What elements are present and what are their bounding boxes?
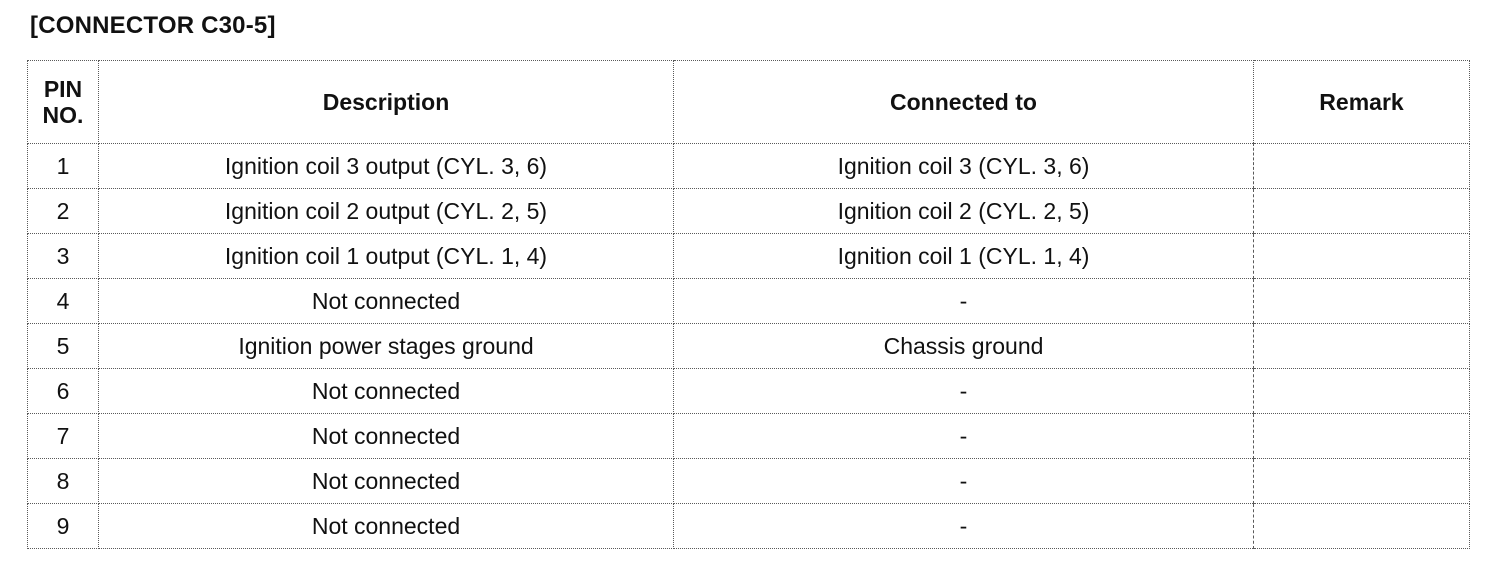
connected-to-cell: - — [673, 278, 1254, 324]
pin-number-cell: 2 — [27, 188, 99, 234]
remark-cell — [1253, 413, 1470, 459]
table-row: 6 Not connected - — [27, 368, 1470, 414]
remark-cell — [1253, 233, 1470, 279]
remark-cell — [1253, 368, 1470, 414]
table-row: 5 Ignition power stages ground Chassis g… — [27, 323, 1470, 369]
remark-cell — [1253, 278, 1470, 324]
description-cell: Ignition coil 3 output (CYL. 3, 6) — [98, 143, 674, 189]
pin-number-cell: 7 — [27, 413, 99, 459]
remark-cell — [1253, 323, 1470, 369]
table-row: 2 Ignition coil 2 output (CYL. 2, 5) Ign… — [27, 188, 1470, 234]
connected-to-cell: Ignition coil 2 (CYL. 2, 5) — [673, 188, 1254, 234]
pin-number-cell: 4 — [27, 278, 99, 324]
description-cell: Ignition coil 1 output (CYL. 1, 4) — [98, 233, 674, 279]
description-cell: Not connected — [98, 413, 674, 459]
header-row: PIN NO. Description Connected to Remark — [27, 60, 1470, 144]
remark-cell — [1253, 503, 1470, 549]
pin-number-cell: 9 — [27, 503, 99, 549]
connected-to-cell: - — [673, 413, 1254, 459]
remark-cell — [1253, 188, 1470, 234]
pin-number-cell: 8 — [27, 458, 99, 504]
description-cell: Not connected — [98, 278, 674, 324]
table-header: PIN NO. Description Connected to Remark — [27, 60, 1470, 144]
header-description: Description — [98, 60, 674, 144]
connected-to-cell: Chassis ground — [673, 323, 1254, 369]
description-cell: Not connected — [98, 368, 674, 414]
connected-to-cell: - — [673, 458, 1254, 504]
description-cell: Ignition power stages ground — [98, 323, 674, 369]
document-title: [CONNECTOR C30-5] — [30, 12, 276, 39]
connected-to-cell: - — [673, 503, 1254, 549]
connected-to-cell: - — [673, 368, 1254, 414]
connected-to-cell: Ignition coil 3 (CYL. 3, 6) — [673, 143, 1254, 189]
pin-number-cell: 5 — [27, 323, 99, 369]
table-row: 1 Ignition coil 3 output (CYL. 3, 6) Ign… — [27, 143, 1470, 189]
remark-cell — [1253, 458, 1470, 504]
header-remark: Remark — [1253, 60, 1470, 144]
header-connected-to: Connected to — [673, 60, 1254, 144]
connector-pin-table: PIN NO. Description Connected to Remark … — [27, 60, 1470, 549]
description-cell: Ignition coil 2 output (CYL. 2, 5) — [98, 188, 674, 234]
description-cell: Not connected — [98, 503, 674, 549]
pin-number-cell: 1 — [27, 143, 99, 189]
table-row: 7 Not connected - — [27, 413, 1470, 459]
table-row: 3 Ignition coil 1 output (CYL. 1, 4) Ign… — [27, 233, 1470, 279]
pin-number-cell: 3 — [27, 233, 99, 279]
header-pin-no: PIN NO. — [27, 60, 99, 144]
pin-number-cell: 6 — [27, 368, 99, 414]
remark-cell — [1253, 143, 1470, 189]
description-cell: Not connected — [98, 458, 674, 504]
table-row: 8 Not connected - — [27, 458, 1470, 504]
connected-to-cell: Ignition coil 1 (CYL. 1, 4) — [673, 233, 1254, 279]
table-row: 9 Not connected - — [27, 503, 1470, 549]
table-body: 1 Ignition coil 3 output (CYL. 3, 6) Ign… — [27, 143, 1470, 549]
table-row: 4 Not connected - — [27, 278, 1470, 324]
